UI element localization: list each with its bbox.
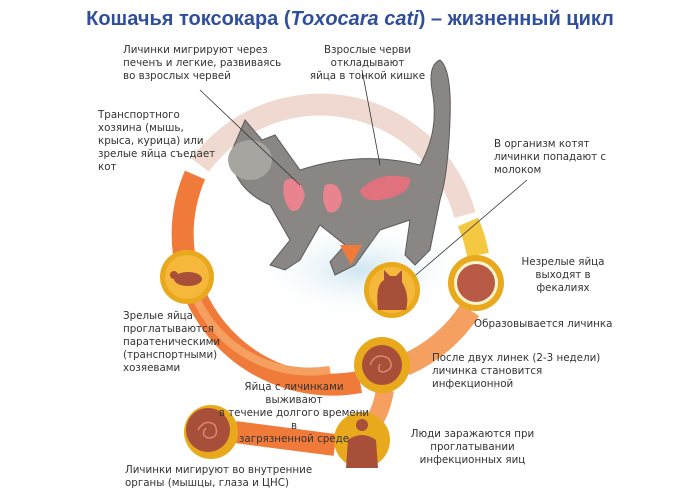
rat-stage-circle xyxy=(160,250,214,304)
cat-illustration xyxy=(228,59,451,276)
kitten-icon xyxy=(377,270,408,310)
label-immature-eggs-feces: Незрелые яйца выходят в фекалиях xyxy=(521,256,605,294)
label-paratenic-hosts: Зрелые яйца проглатываются паратенически… xyxy=(123,310,221,374)
label-kittens-milk: В организм котят личинки попадают с моло… xyxy=(494,138,607,176)
title-latin: Toxocara cati xyxy=(290,8,419,30)
human-icon xyxy=(356,419,368,431)
larva-egg-icon xyxy=(362,345,402,385)
label-humans-infected: Люди заражаются при проглатывании инфекц… xyxy=(410,428,535,466)
label-eggs-survive: Яйца с личинками выживают в течение долг… xyxy=(218,381,370,445)
lungs-icon xyxy=(323,184,342,213)
label-larvae-internal-organs: Личинки мигируют во внутренние органы (м… xyxy=(125,464,313,489)
pointer-line xyxy=(199,89,301,186)
rat-icon xyxy=(174,272,202,286)
diagram-title: Кошачья токсокара (Toxocara cati) – жизн… xyxy=(0,8,700,31)
ring-right-segment xyxy=(400,303,480,376)
immature-egg-stage-circle xyxy=(448,255,504,311)
kitten-stage-circle xyxy=(364,262,420,318)
label-larvae-migrate-liver-lungs: Личинки мигрируют через печенъ и легкие,… xyxy=(123,44,282,82)
egg-icon xyxy=(457,264,495,302)
branch-to-organs xyxy=(233,421,337,456)
liver-icon xyxy=(283,179,305,211)
title-text: Кошачья токсокара ( xyxy=(86,8,291,30)
tissue-larva-stage-circle xyxy=(184,405,238,459)
human-stage-circle xyxy=(334,412,390,468)
ring-yellow-segment xyxy=(457,217,489,258)
intestine-worms-icon xyxy=(360,175,411,201)
arrow-down-icon xyxy=(340,245,362,265)
label-larva-forms: Образовывается личинка xyxy=(474,318,613,330)
title-suffix: ) – жизненный цикл xyxy=(418,8,614,30)
infective-egg-stage-circle xyxy=(354,337,410,393)
pointer-line xyxy=(361,69,381,166)
label-transport-host-eaten: Транспортного хозяина (мышь, крыса, кури… xyxy=(98,109,216,173)
label-adults-lay-eggs: Взрослые черви откладывают яйца в тонкой… xyxy=(309,44,426,82)
pointer-line xyxy=(409,179,528,281)
tissue-larva-icon xyxy=(186,408,230,452)
label-after-two-molts: После двух линек (2-3 недели) личинка ст… xyxy=(432,352,601,390)
